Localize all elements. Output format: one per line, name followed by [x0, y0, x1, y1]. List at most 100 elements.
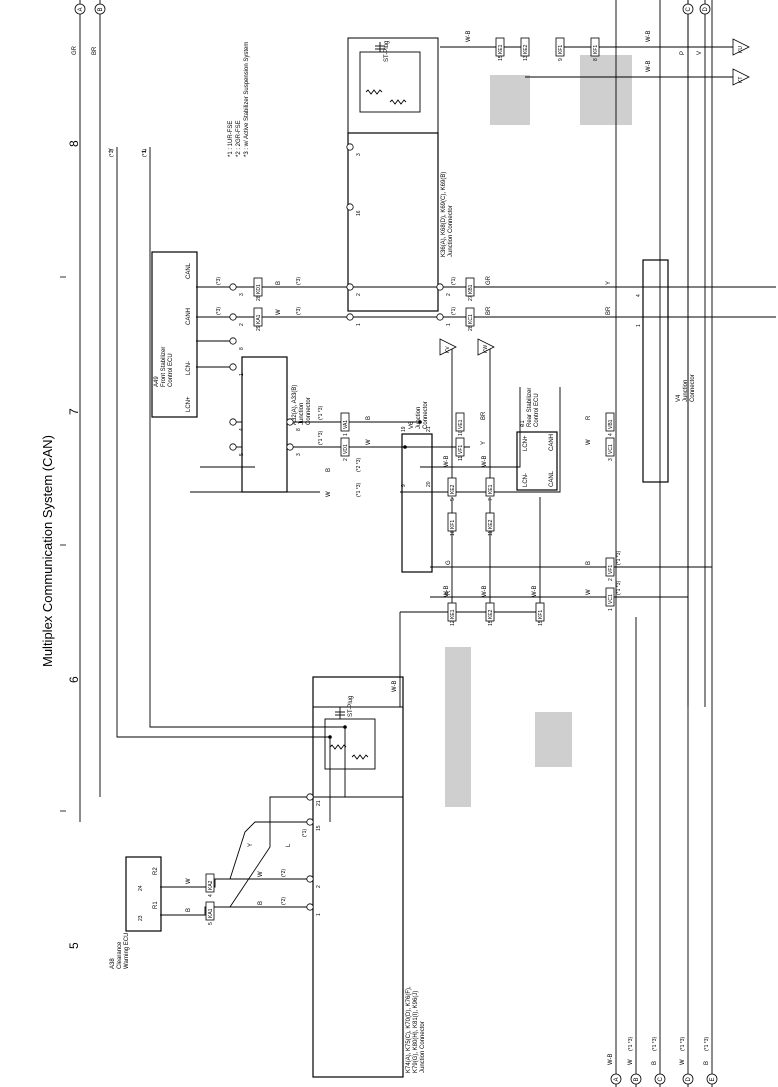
connector-pin: 28 [468, 325, 474, 331]
ground-symbol [477, 338, 495, 356]
wire-label: (*1 *3) [616, 550, 622, 565]
wire-label: L [142, 148, 148, 152]
connector-box [605, 557, 615, 577]
a49-name2: Control ECU [168, 353, 174, 387]
connector-pin: 4 [608, 433, 614, 436]
connector-code: VA1 [343, 420, 349, 429]
wire-network [79, 0, 776, 1087]
wire-label: (*2 *3) [356, 457, 362, 472]
wire-label: W-B [532, 585, 538, 597]
ground-symbol [439, 338, 457, 356]
wire-y-main [116, 147, 331, 822]
connector-pin: 3 [608, 458, 614, 461]
connector-box [605, 587, 615, 607]
terminal-wire-label: W [680, 1059, 686, 1065]
connector-box [447, 602, 457, 622]
wire-label: 24 [138, 885, 144, 891]
grid-number-6: 6 [67, 676, 81, 683]
pin-number: 2 [356, 293, 362, 296]
wire-label: B [186, 908, 192, 912]
ground-symbol [732, 38, 750, 56]
connector-box [555, 37, 565, 57]
terminal-circle [74, 3, 86, 15]
a49-lcnm: LCN- [186, 361, 192, 375]
wire-label: Y [109, 148, 115, 152]
wire-label: W-B [482, 585, 488, 597]
wire-splice-3 [400, 497, 541, 613]
v4-label: V4 Junction Connector [676, 374, 696, 402]
wire-label: Y [606, 281, 612, 285]
wire-a38-r2 [160, 878, 310, 888]
connector-pin: 7 [488, 498, 494, 501]
e1-name1: Rear Stabilizer [527, 388, 533, 427]
k36-name: Junction Connector [448, 205, 454, 257]
connector-code: KF1 [538, 610, 544, 619]
connector-box [340, 412, 350, 432]
a32-ref: A32(A), A33(B) [292, 385, 298, 425]
wire-label: (*3) [296, 307, 302, 315]
pin-number: 1 [316, 913, 322, 916]
wire-label: W [366, 439, 372, 445]
terminal-id: C [686, 7, 692, 12]
connector-pin: 29 [256, 325, 262, 331]
a38-ecu-box [125, 856, 162, 932]
wire-label: W [586, 589, 592, 595]
wire-label: (*3) [216, 277, 222, 285]
connector-code: KF1 [558, 45, 564, 54]
wire-label: (*2) [281, 897, 287, 905]
pin-number: 1 [356, 323, 362, 326]
v6-name1: Junction [416, 407, 422, 429]
v4-ref: V4 [676, 394, 682, 402]
pin-number: 1 [446, 323, 452, 326]
connector-pin: 15 [498, 55, 504, 61]
terminal-note: (*1 *3) [704, 1036, 710, 1051]
terminal-wire-label: W-B [608, 1053, 614, 1065]
wire-label: W-B [646, 30, 652, 42]
ground-label: KW [483, 345, 489, 353]
a38-ref: A38 [110, 958, 116, 969]
terminal-circle [610, 1073, 622, 1085]
v6-label: V6 Junction Connector [409, 401, 429, 429]
a38-label: A38 Clearance Warning ECU R1 R2 [110, 867, 159, 969]
pin-number: 1 [636, 324, 642, 327]
terminal-wire-label: B [704, 1061, 710, 1065]
a32-name2: Connector [306, 397, 312, 425]
pin-number: 1 [239, 373, 245, 376]
wire-label: W [186, 878, 192, 884]
connector-code: KF1 [593, 45, 599, 54]
a32-label: A32(A), A33(B) Junction Connector [292, 385, 312, 425]
connector-box [520, 37, 530, 57]
wire-y-diag [229, 821, 310, 880]
connector-pin: 2 [343, 458, 349, 461]
terminal-circle [630, 1073, 642, 1085]
terminal-id: C [658, 1077, 664, 1082]
terminal-circle [706, 1073, 718, 1085]
terminal-wire-label: B [652, 1061, 658, 1065]
pin-circle [286, 443, 294, 451]
k36-label: K36(A), K68(D), K69(C), K69(B) Junction … [384, 41, 454, 257]
pin-number: 2 [316, 885, 322, 888]
wire-label: R [446, 590, 452, 595]
wire-label: (*1) [302, 829, 308, 837]
connector-code: KE2 [523, 44, 529, 54]
pin-circle [306, 793, 314, 801]
e1-lcnp: LCN+ [523, 435, 529, 451]
wire-label: L [286, 843, 292, 847]
wire-label: (*1 *3) [318, 430, 324, 445]
connector-code: VC1 [608, 444, 614, 454]
wire-a38-r1 [160, 906, 310, 916]
connector-pin: 12 [450, 620, 456, 626]
connector-pin: 15 [538, 620, 544, 626]
wire-label: (*3) [296, 277, 302, 285]
pin-number: 16 [356, 210, 362, 216]
wire-label-br: BR [92, 46, 98, 55]
connector-box [465, 307, 475, 327]
terminal-note: (*1 *3) [628, 1036, 634, 1051]
pin-circle [346, 143, 354, 151]
e1-ecu-box [516, 431, 558, 491]
junction-dot [403, 445, 407, 449]
pin-number: 20 [426, 481, 432, 487]
wire-label: W-B [646, 60, 652, 72]
